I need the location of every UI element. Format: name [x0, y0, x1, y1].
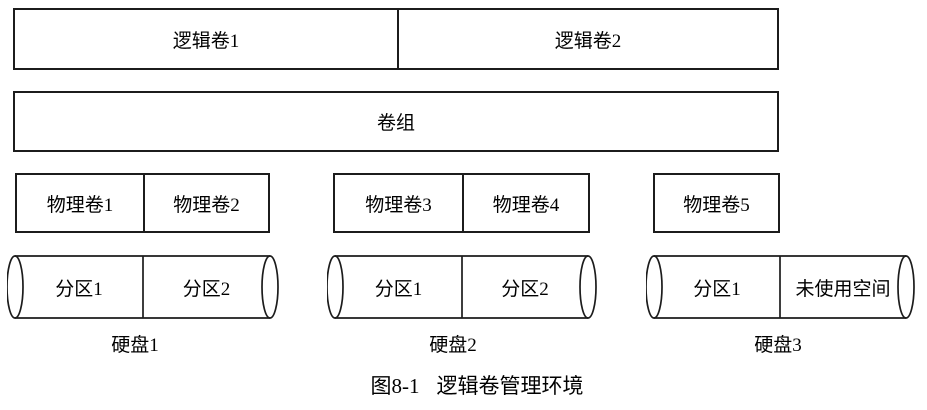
cylinder-left-cap	[327, 255, 344, 319]
cylinder-right-cap	[897, 255, 915, 319]
cylinder-right-cap	[261, 255, 279, 319]
disk-3-name: 硬盘3	[754, 335, 802, 356]
disk-2-cylinder	[327, 255, 597, 319]
disk-2-partition-1-label: 分区1	[374, 278, 423, 300]
physical-volume-2-box: 物理卷2	[145, 175, 268, 231]
physical-volume-box-disk1: 物理卷1 物理卷2	[15, 173, 270, 233]
volume-group-label: 卷组	[376, 113, 415, 134]
physical-volume-5-label: 物理卷5	[683, 194, 750, 216]
logical-volume-1-box: 逻辑卷1	[15, 10, 399, 68]
disk-3-unused-space-label: 未使用空间	[795, 278, 891, 300]
logical-volume-1-label: 逻辑卷1	[172, 30, 240, 52]
disk-1-partition-1-label: 分区1	[55, 278, 103, 300]
disk-1-name: 硬盘1	[111, 335, 159, 356]
physical-volume-box-disk2: 物理卷3 物理卷4	[333, 173, 590, 233]
disk-1-partition-2-label: 分区2	[182, 278, 231, 300]
physical-volume-2-label: 物理卷2	[173, 194, 240, 216]
cylinder-right-cap	[579, 255, 597, 319]
disk-1-cylinder	[7, 255, 279, 319]
physical-volume-1-box: 物理卷1	[17, 175, 145, 231]
physical-volume-5-box: 物理卷5	[655, 175, 778, 231]
physical-volume-4-label: 物理卷4	[492, 194, 560, 216]
cylinder-left-cap	[7, 255, 24, 319]
logical-volume-2-label: 逻辑卷2	[554, 30, 622, 52]
cylinder-left-cap	[646, 255, 663, 319]
physical-volume-box-disk3: 物理卷5	[653, 173, 780, 233]
disk-3-cylinder	[646, 255, 915, 319]
logical-volume-row: 逻辑卷1 逻辑卷2	[13, 8, 779, 70]
physical-volume-3-label: 物理卷3	[365, 194, 432, 216]
volume-group-cell: 卷组	[15, 93, 777, 150]
volume-group-box: 卷组	[13, 91, 779, 152]
figure-caption: 图8-1 逻辑卷管理环境	[27, 371, 927, 401]
physical-volume-3-box: 物理卷3	[335, 175, 464, 231]
disk-3-partition-1-label: 分区1	[693, 278, 741, 300]
figure-caption-title: 逻辑卷管理环境	[436, 374, 584, 398]
physical-volume-1-label: 物理卷1	[46, 194, 114, 216]
disk-2-partition-2-label: 分区2	[501, 278, 549, 300]
disk-2-name: 硬盘2	[429, 335, 477, 356]
physical-volume-4-box: 物理卷4	[464, 175, 588, 231]
figure-caption-number: 图8-1	[370, 374, 420, 398]
logical-volume-2-box: 逻辑卷2	[399, 10, 777, 68]
